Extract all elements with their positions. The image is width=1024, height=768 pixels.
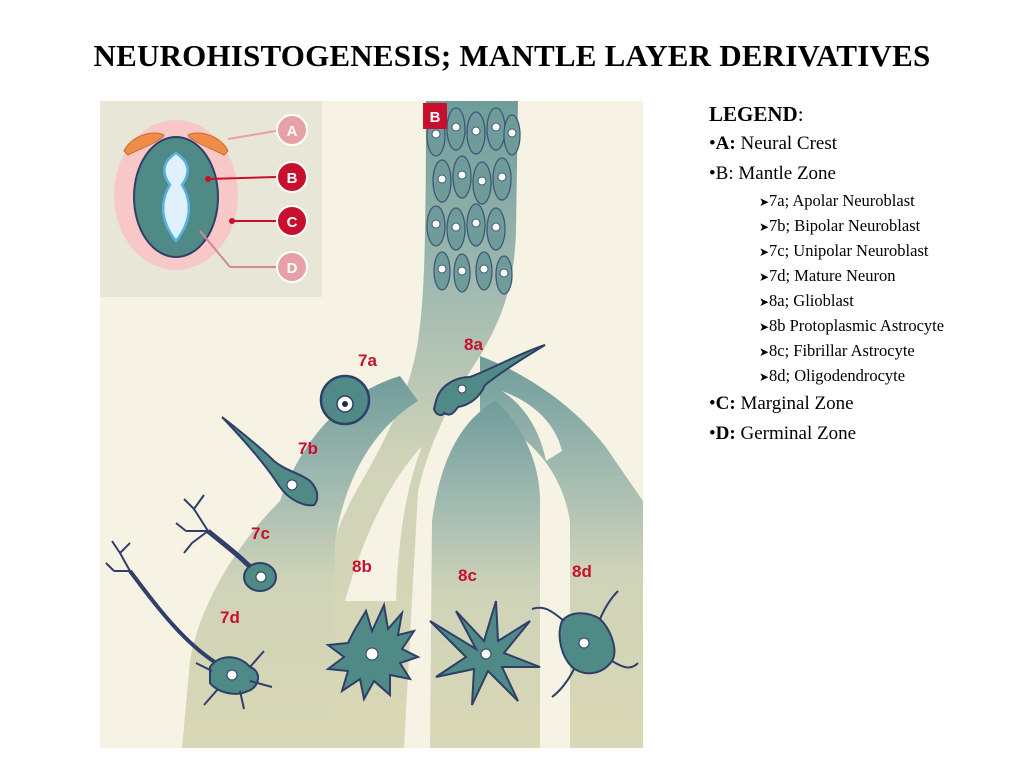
neural-crest-right bbox=[187, 132, 229, 156]
legend-item-b: •B: Mantle Zone bbox=[709, 163, 836, 184]
label-7b: 7b bbox=[298, 439, 318, 458]
legend-subitem-7d: ➤7d; Mature Neuron bbox=[759, 264, 1019, 289]
inset-label-b: B bbox=[276, 161, 308, 193]
svg-text:D: D bbox=[287, 260, 298, 277]
label-8c: 8c bbox=[458, 566, 477, 585]
legend-subitem-7a: ➤7a; Apolar Neuroblast bbox=[759, 189, 1019, 214]
arrow-bullet-icon: ➤ bbox=[759, 220, 770, 234]
arrow-bullet-icon: ➤ bbox=[759, 320, 770, 334]
neural-tube-inset: A B C D bbox=[100, 101, 322, 297]
label-7c: 7c bbox=[251, 524, 270, 543]
label-7d: 7d bbox=[220, 608, 240, 627]
cell-7a-apolar-neuroblast bbox=[319, 374, 371, 426]
arrow-bullet-icon: ➤ bbox=[759, 270, 770, 284]
neural-crest-left bbox=[123, 132, 165, 156]
cell-7d-mature-neuron bbox=[105, 540, 273, 710]
svg-text:B: B bbox=[430, 109, 441, 126]
neurohistogenesis-figure: B A B C bbox=[100, 101, 643, 753]
cell-8b-protoplasmic-astrocyte bbox=[325, 601, 421, 702]
slide-title: NEUROHISTOGENESIS; MANTLE LAYER DERIVATI… bbox=[93, 38, 931, 73]
arrow-bullet-icon: ➤ bbox=[759, 295, 770, 309]
svg-text:B: B bbox=[287, 170, 298, 187]
legend-subitem-8b: ➤8b Protoplasmic Astrocyte bbox=[759, 314, 1019, 339]
legend-item-c: •C: Marginal Zone bbox=[709, 393, 854, 414]
legend-item-d: •D: Germinal Zone bbox=[709, 423, 857, 444]
legend-subitems: ➤7a; Apolar Neuroblast ➤7b; Bipolar Neur… bbox=[709, 189, 1019, 389]
legend-subitem-8d: ➤8d; Oligodendrocyte bbox=[759, 364, 1019, 389]
cell-8d-oligodendrocyte bbox=[531, 590, 639, 698]
legend-item-a: •A: Neural Crest bbox=[709, 133, 838, 154]
label-8d: 8d bbox=[572, 562, 592, 581]
legend-subitem-8c: ➤8c; Fibrillar Astrocyte bbox=[759, 339, 1019, 364]
legend-heading: LEGEND: bbox=[709, 102, 804, 126]
legend-subitem-8a: ➤8a; Glioblast bbox=[759, 289, 1019, 314]
legend: LEGEND: •A: Neural Crest •B: Mantle Zone… bbox=[709, 99, 1019, 449]
arrow-bullet-icon: ➤ bbox=[759, 195, 770, 209]
label-7a: 7a bbox=[358, 351, 377, 370]
arrow-bullet-icon: ➤ bbox=[759, 245, 770, 259]
cell-8a-glioblast bbox=[432, 344, 546, 417]
cell-8c-fibrillar-astrocyte bbox=[429, 600, 541, 706]
svg-text:A: A bbox=[287, 123, 298, 140]
legend-subitem-7c: ➤7c; Unipolar Neuroblast bbox=[759, 239, 1019, 264]
arrow-bullet-icon: ➤ bbox=[759, 345, 770, 359]
svg-text:C: C bbox=[287, 214, 298, 231]
label-8a: 8a bbox=[464, 335, 483, 354]
inset-label-d: D bbox=[276, 251, 308, 283]
top-badge-b: B bbox=[423, 103, 447, 129]
label-8b: 8b bbox=[352, 557, 372, 576]
germinal-zone-cells bbox=[426, 107, 521, 295]
cell-7c-unipolar-neuroblast bbox=[175, 494, 277, 592]
cell-7b-bipolar-neuroblast bbox=[221, 416, 319, 507]
inset-label-a: A bbox=[276, 114, 308, 146]
legend-subitem-7b: ➤7b; Bipolar Neuroblast bbox=[759, 214, 1019, 239]
inset-label-c: C bbox=[276, 205, 308, 237]
arrow-bullet-icon: ➤ bbox=[759, 370, 770, 384]
